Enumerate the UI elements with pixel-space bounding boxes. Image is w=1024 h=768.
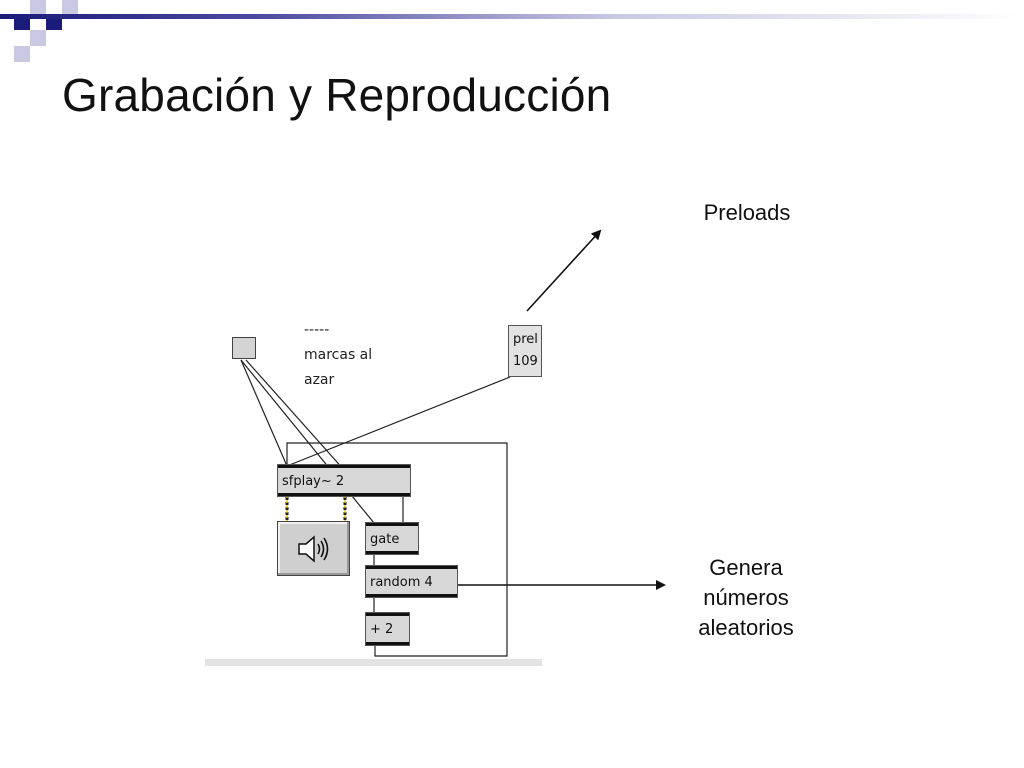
sfplay-to-preload-cable: [286, 376, 511, 467]
slide-title: Grabación y Reproducción: [62, 69, 612, 121]
comment-line-2: marcas al: [304, 347, 373, 363]
speaker-icon: [297, 534, 328, 563]
title-gradient-bar: [0, 14, 1024, 19]
genera-annotation: Genera números aleatorios: [676, 553, 816, 643]
toggle-to-sfplay-cable: [240, 359, 288, 467]
feedback-loop-cable: [286, 442, 508, 657]
genera-line-1: Genera: [709, 555, 783, 580]
deco-square-2: [30, 0, 46, 14]
gate-object[interactable]: gate: [365, 522, 419, 555]
deco-square-3: [30, 30, 46, 46]
patch-window-bottom-edge: [205, 659, 542, 666]
comment-line-3: azar: [304, 372, 335, 388]
plus-label: + 2: [370, 622, 394, 637]
patch-comment: ----- marcas al azar: [304, 318, 372, 393]
toggle-box[interactable]: [232, 337, 256, 359]
sfplay-object[interactable]: sfplay~ 2: [277, 464, 411, 497]
preload-box-line-2: 109: [513, 354, 538, 369]
preload-box-line-1: prel: [513, 332, 538, 347]
gate-label: gate: [370, 532, 400, 547]
deco-square-5: [62, 0, 78, 14]
preload-box[interactable]: prel 109: [508, 325, 542, 377]
dac-speaker-button[interactable]: [277, 521, 350, 576]
plus-object[interactable]: + 2: [365, 612, 410, 646]
random-label: random 4: [370, 575, 433, 590]
deco-square-6: [14, 46, 30, 62]
preloads-arrow: [526, 229, 602, 312]
comment-line-1: -----: [304, 322, 330, 338]
sfplay-label: sfplay~ 2: [282, 474, 345, 489]
random-object[interactable]: random 4: [365, 565, 458, 598]
genera-line-2: números: [703, 585, 789, 610]
preloads-annotation: Preloads: [703, 200, 791, 225]
genera-line-3: aleatorios: [698, 615, 794, 640]
toggle-to-sfplay-cable-3: [245, 359, 354, 481]
